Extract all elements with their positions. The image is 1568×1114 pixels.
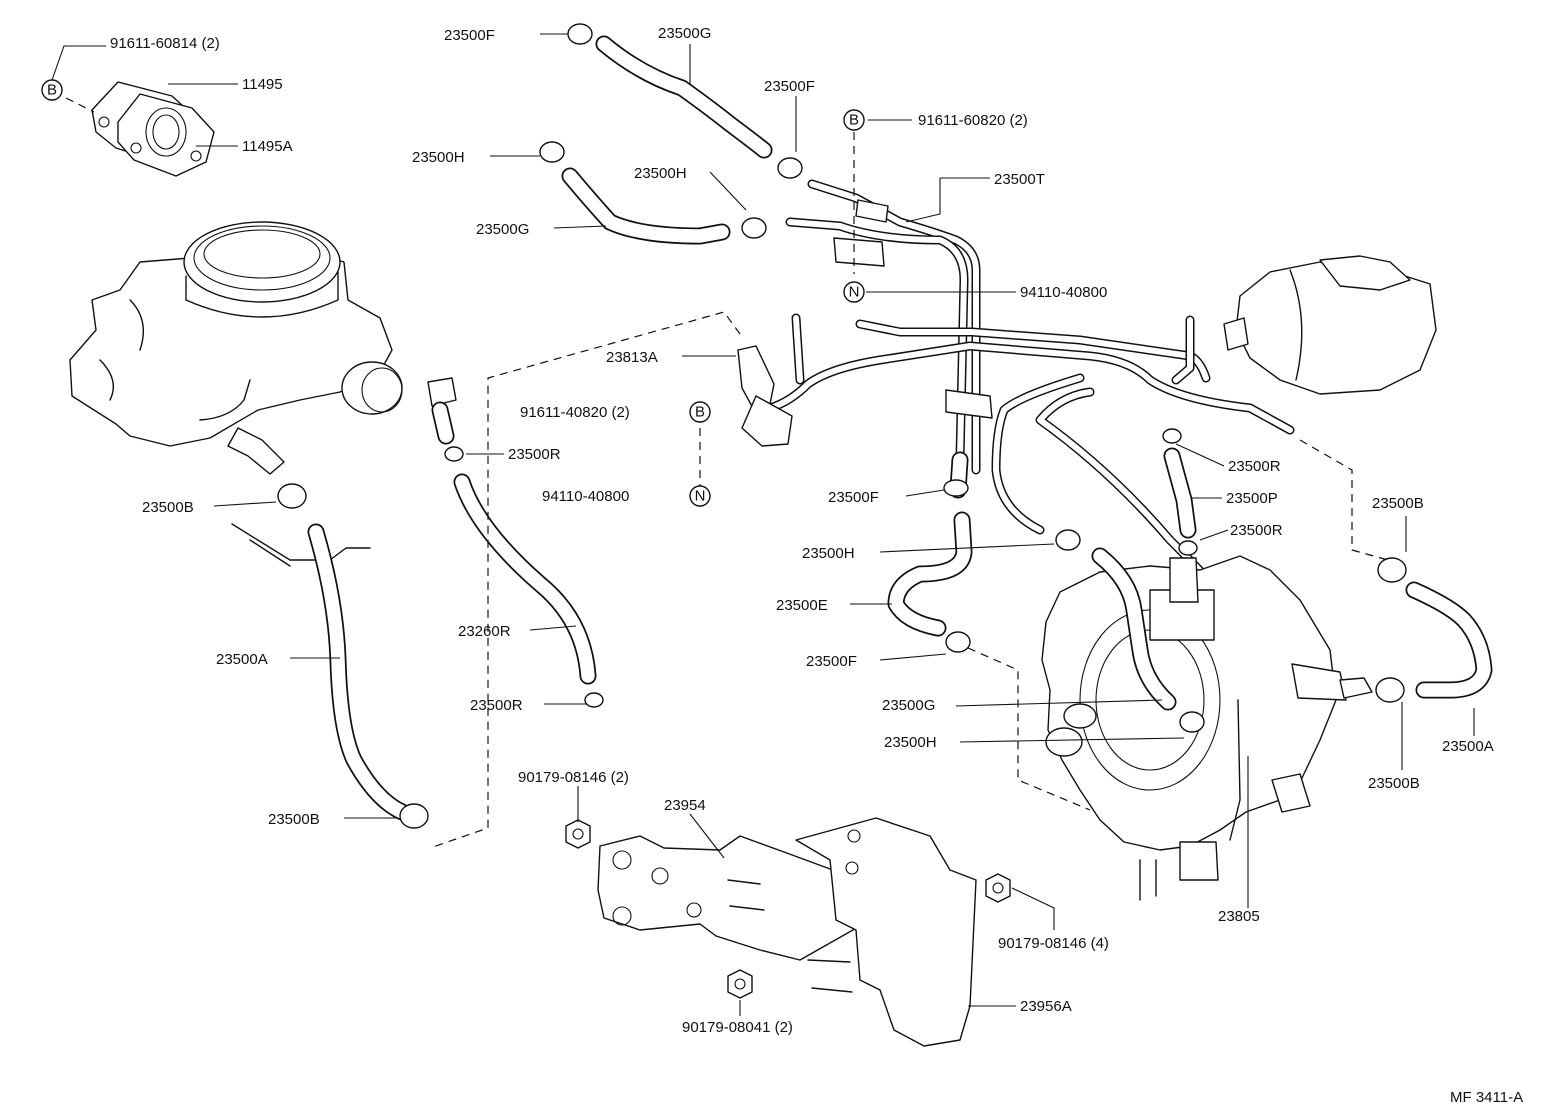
leader-lines xyxy=(51,33,1475,1016)
nut-90179-08146-a xyxy=(565,819,591,849)
throttle-body xyxy=(69,221,457,567)
nut-90179-08146-b xyxy=(985,873,1011,903)
svg-text:B: B xyxy=(695,404,705,421)
svg-text:B: B xyxy=(849,112,859,129)
bracket-23954 xyxy=(597,835,861,961)
callout-label: 23500F xyxy=(444,27,495,44)
callout-label: 23500A xyxy=(1442,738,1494,755)
callout-label: 94110-40800 xyxy=(1020,284,1107,301)
callout-label: 23500G xyxy=(658,25,711,42)
svg-text:N: N xyxy=(695,488,706,505)
callout-label: 23500R xyxy=(470,697,523,714)
solenoid-valve xyxy=(1223,255,1437,395)
callout-label: 94110-40800 xyxy=(542,488,629,505)
callout-label: 91611-60820 (2) xyxy=(918,112,1028,129)
callout-label: 23500H xyxy=(884,734,937,751)
callout-label: 23805 xyxy=(1218,908,1260,925)
callout-label: 23500E xyxy=(776,597,828,614)
callout-label: 23500R xyxy=(1230,522,1283,539)
nut-badge: N xyxy=(689,485,711,507)
flange-gasket-11495 xyxy=(91,81,215,177)
callout-label: 23500P xyxy=(1226,490,1278,507)
parts-artwork xyxy=(69,23,1493,1047)
callout-label: 23500B xyxy=(1368,775,1420,792)
bolt-badge: B xyxy=(41,79,63,101)
regulator-23805 xyxy=(1041,555,1373,901)
callout-label: 90179-08146 (2) xyxy=(518,769,629,786)
nut-badge: N xyxy=(843,281,865,303)
callout-label: 23500F xyxy=(764,78,815,95)
callout-label: 23500H xyxy=(802,545,855,562)
callout-label: 23956A xyxy=(1020,998,1072,1015)
nut-90179-08041 xyxy=(727,969,753,999)
callout-label: 23500B xyxy=(268,811,320,828)
dashed-reference-lines xyxy=(65,97,1389,849)
callout-label: 11495A xyxy=(242,138,293,155)
figure-code: MF 3411-A xyxy=(1450,1089,1523,1106)
callout-label: 23260R xyxy=(458,623,511,640)
callout-label: 23500G xyxy=(882,697,935,714)
callout-label: 23813A xyxy=(606,349,658,366)
bolt-badge: B xyxy=(689,401,711,423)
callout-label: 23500F xyxy=(828,489,879,506)
callout-label: 23500T xyxy=(994,171,1045,188)
callout-label: 23500F xyxy=(806,653,857,670)
callout-label: 23500H xyxy=(412,149,465,166)
callout-label: 23500B xyxy=(1372,495,1424,512)
hose-clamps xyxy=(277,23,1407,829)
callout-label: 91611-40820 (2) xyxy=(520,404,630,421)
callout-label: 23500B xyxy=(142,499,194,516)
svg-text:N: N xyxy=(849,284,860,301)
callout-label: 23500A xyxy=(216,651,268,668)
callout-label: 23500R xyxy=(508,446,561,463)
callout-label: 23954 xyxy=(664,797,706,814)
svg-text:B: B xyxy=(47,82,57,99)
callout-label: 23500G xyxy=(476,221,529,238)
callout-label: 23500H xyxy=(634,165,687,182)
bolt-badge: B xyxy=(843,109,865,131)
callout-label: 11495 xyxy=(242,76,283,93)
callout-label: 90179-08146 (4) xyxy=(998,935,1109,952)
callout-label: 91611-60814 (2) xyxy=(110,35,220,52)
bracket-23956a xyxy=(795,817,977,1047)
callout-label: 90179-08041 (2) xyxy=(682,1019,793,1036)
callout-label: 23500R xyxy=(1228,458,1281,475)
filter-23813a xyxy=(737,345,793,447)
part-callouts: 91611-60814 (2) 11495 11495A 23500F 2350… xyxy=(110,25,1494,1036)
